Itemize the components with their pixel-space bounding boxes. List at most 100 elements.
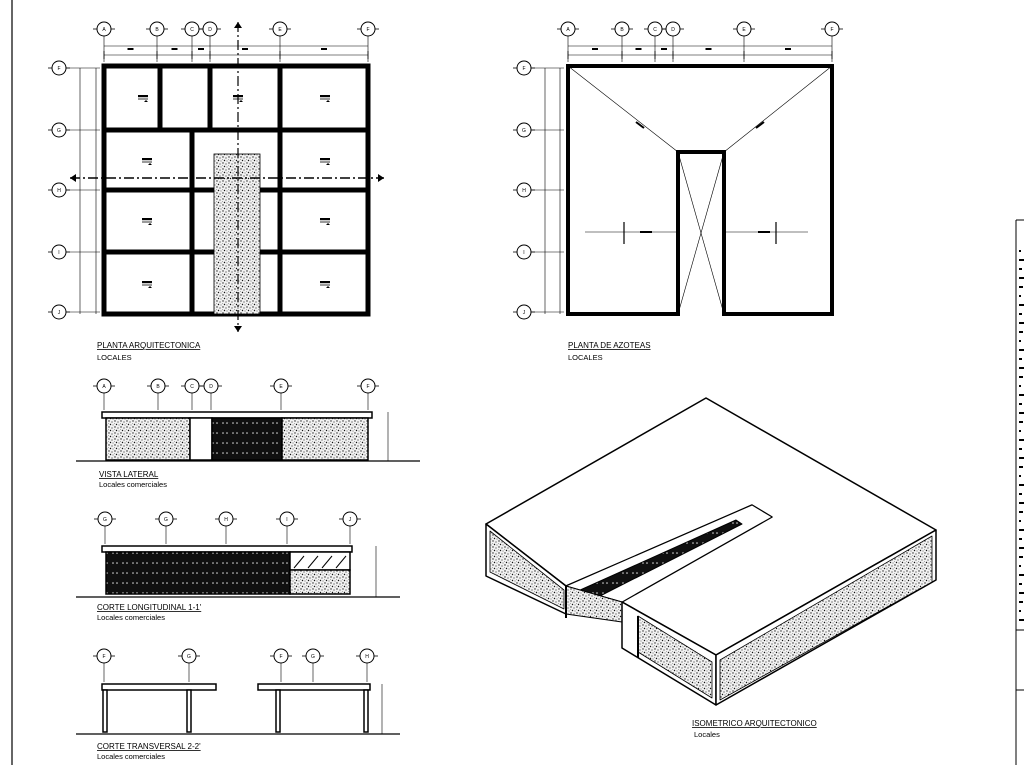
axis-label: E (742, 27, 746, 33)
axis-label: D (671, 27, 675, 33)
central-garden-hatch (213, 153, 261, 315)
axis-bubble: H (215, 511, 237, 544)
axis-bubble: I (276, 511, 298, 544)
floor-plan: A B C D E F F G H I J PLANTA ARQUITECTONICA LOCAL… (48, 21, 384, 362)
axis-label: A (102, 384, 106, 390)
iso-left-wall (489, 530, 565, 610)
roof-plan-title: PLANTA DE AZOTEAS (568, 341, 651, 350)
room-level-tag (138, 95, 148, 102)
axis-bubble: G (94, 511, 116, 544)
room-level-tag (320, 281, 330, 288)
axis-bubble: H (356, 648, 378, 682)
axis-label: H (224, 517, 228, 523)
axis-label: B (156, 384, 160, 390)
axis-bubble: A (93, 378, 115, 410)
axis-bubble: C (181, 378, 203, 410)
side-elevation-subtitle: Locales comerciales (99, 480, 167, 489)
room-level-tag (142, 281, 152, 288)
roof-plan-subtitle: LOCALES (568, 353, 603, 362)
isometric-view: ISOMETRICO ARQUITECTONICO Locales (485, 397, 937, 739)
axis-bubble: B (611, 21, 633, 62)
isometric-subtitle: Locales (694, 730, 720, 739)
iso-right-wall (719, 535, 933, 701)
isometric-title: ISOMETRICO ARQUITECTONICO (692, 719, 817, 728)
axis-bubble: E (270, 378, 292, 410)
floor-plan-subtitle: LOCALES (97, 353, 132, 362)
roof-slope-lines (567, 65, 833, 315)
axis-label: F (522, 66, 525, 72)
side-storefront (211, 417, 283, 461)
axis-bubble: B (146, 21, 168, 62)
axis-bubble: G (48, 122, 100, 138)
axis-label: J (349, 517, 352, 523)
axis-bubble: A (557, 21, 579, 62)
axis-label: H (365, 654, 369, 660)
axis-label: A (566, 27, 570, 33)
axis-bubble: E (733, 21, 755, 62)
longitudinal-section: G G H I J CORTE LONGITUDINAL 1-1' Locales co… (76, 511, 400, 622)
axis-label: C (190, 27, 194, 33)
side-elevation: A B C D E F VISTA LATERAL Locales comerciales (76, 378, 420, 489)
axis-label: B (155, 27, 159, 33)
axis-label: E (278, 27, 282, 33)
side-wall-right (281, 417, 369, 461)
title-block-strip (1015, 219, 1024, 765)
axis-bubble: F (513, 60, 564, 76)
axis-label: I (58, 250, 59, 256)
axis-label: F (366, 27, 369, 33)
transverse-section-subtitle: Locales comerciales (97, 752, 165, 761)
axis-bubble: B (147, 378, 169, 410)
longitudinal-section-title: CORTE LONGITUDINAL 1-1' (97, 603, 202, 612)
axis-bubble: F (821, 21, 843, 62)
axis-label: D (208, 27, 212, 33)
axis-label: E (279, 384, 283, 390)
axis-label: F (57, 66, 60, 72)
axis-label: C (190, 384, 194, 390)
axis-bubble: A (93, 21, 115, 62)
axis-bubble: I (48, 244, 100, 260)
transverse-section-title: CORTE TRANSVERSAL 2-2' (97, 742, 201, 751)
axis-bubble: F (93, 648, 115, 682)
axis-bubble: J (513, 304, 564, 320)
axis-bubble: I (513, 244, 564, 260)
axis-label: I (286, 517, 287, 523)
axis-label: G (57, 128, 61, 134)
axis-label: I (523, 250, 524, 256)
room-level-tag (320, 218, 330, 225)
axis-bubble: D (200, 378, 222, 410)
axis-bubble: E (269, 21, 291, 62)
axis-label: F (102, 654, 105, 660)
roof-drain-marks (623, 121, 777, 244)
axis-bubble: C (644, 21, 666, 62)
longitudinal-section-subtitle: Locales comerciales (97, 613, 165, 622)
axis-label: H (522, 188, 526, 194)
axis-bubble: J (339, 511, 361, 544)
axis-label: F (830, 27, 833, 33)
room-level-tag (320, 95, 330, 102)
axis-bubble: J (48, 304, 100, 320)
axis-label: B (620, 27, 624, 33)
room-level-tag (320, 158, 330, 165)
axis-bubble: G (178, 648, 200, 682)
axis-bubble: H (513, 182, 564, 198)
axis-bubble: F (270, 648, 292, 682)
side-wall-left (105, 417, 191, 461)
room-level-tag (142, 218, 152, 225)
axis-label: A (102, 27, 106, 33)
axis-label: D (209, 384, 213, 390)
axis-bubble: G (302, 648, 324, 682)
axis-bubble: F (357, 21, 379, 62)
axis-label: F (366, 384, 369, 390)
floor-plan-title: PLANTA ARQUITECTONICA (97, 341, 201, 350)
axis-label: G (103, 517, 107, 523)
side-elevation-title: VISTA LATERAL (99, 470, 159, 479)
axis-label: G (522, 128, 526, 134)
axis-bubble: D (199, 21, 221, 62)
axis-bubble: H (48, 182, 100, 198)
room-level-tag (142, 158, 152, 165)
axis-label: G (164, 517, 168, 523)
long-storefronts (105, 551, 291, 595)
